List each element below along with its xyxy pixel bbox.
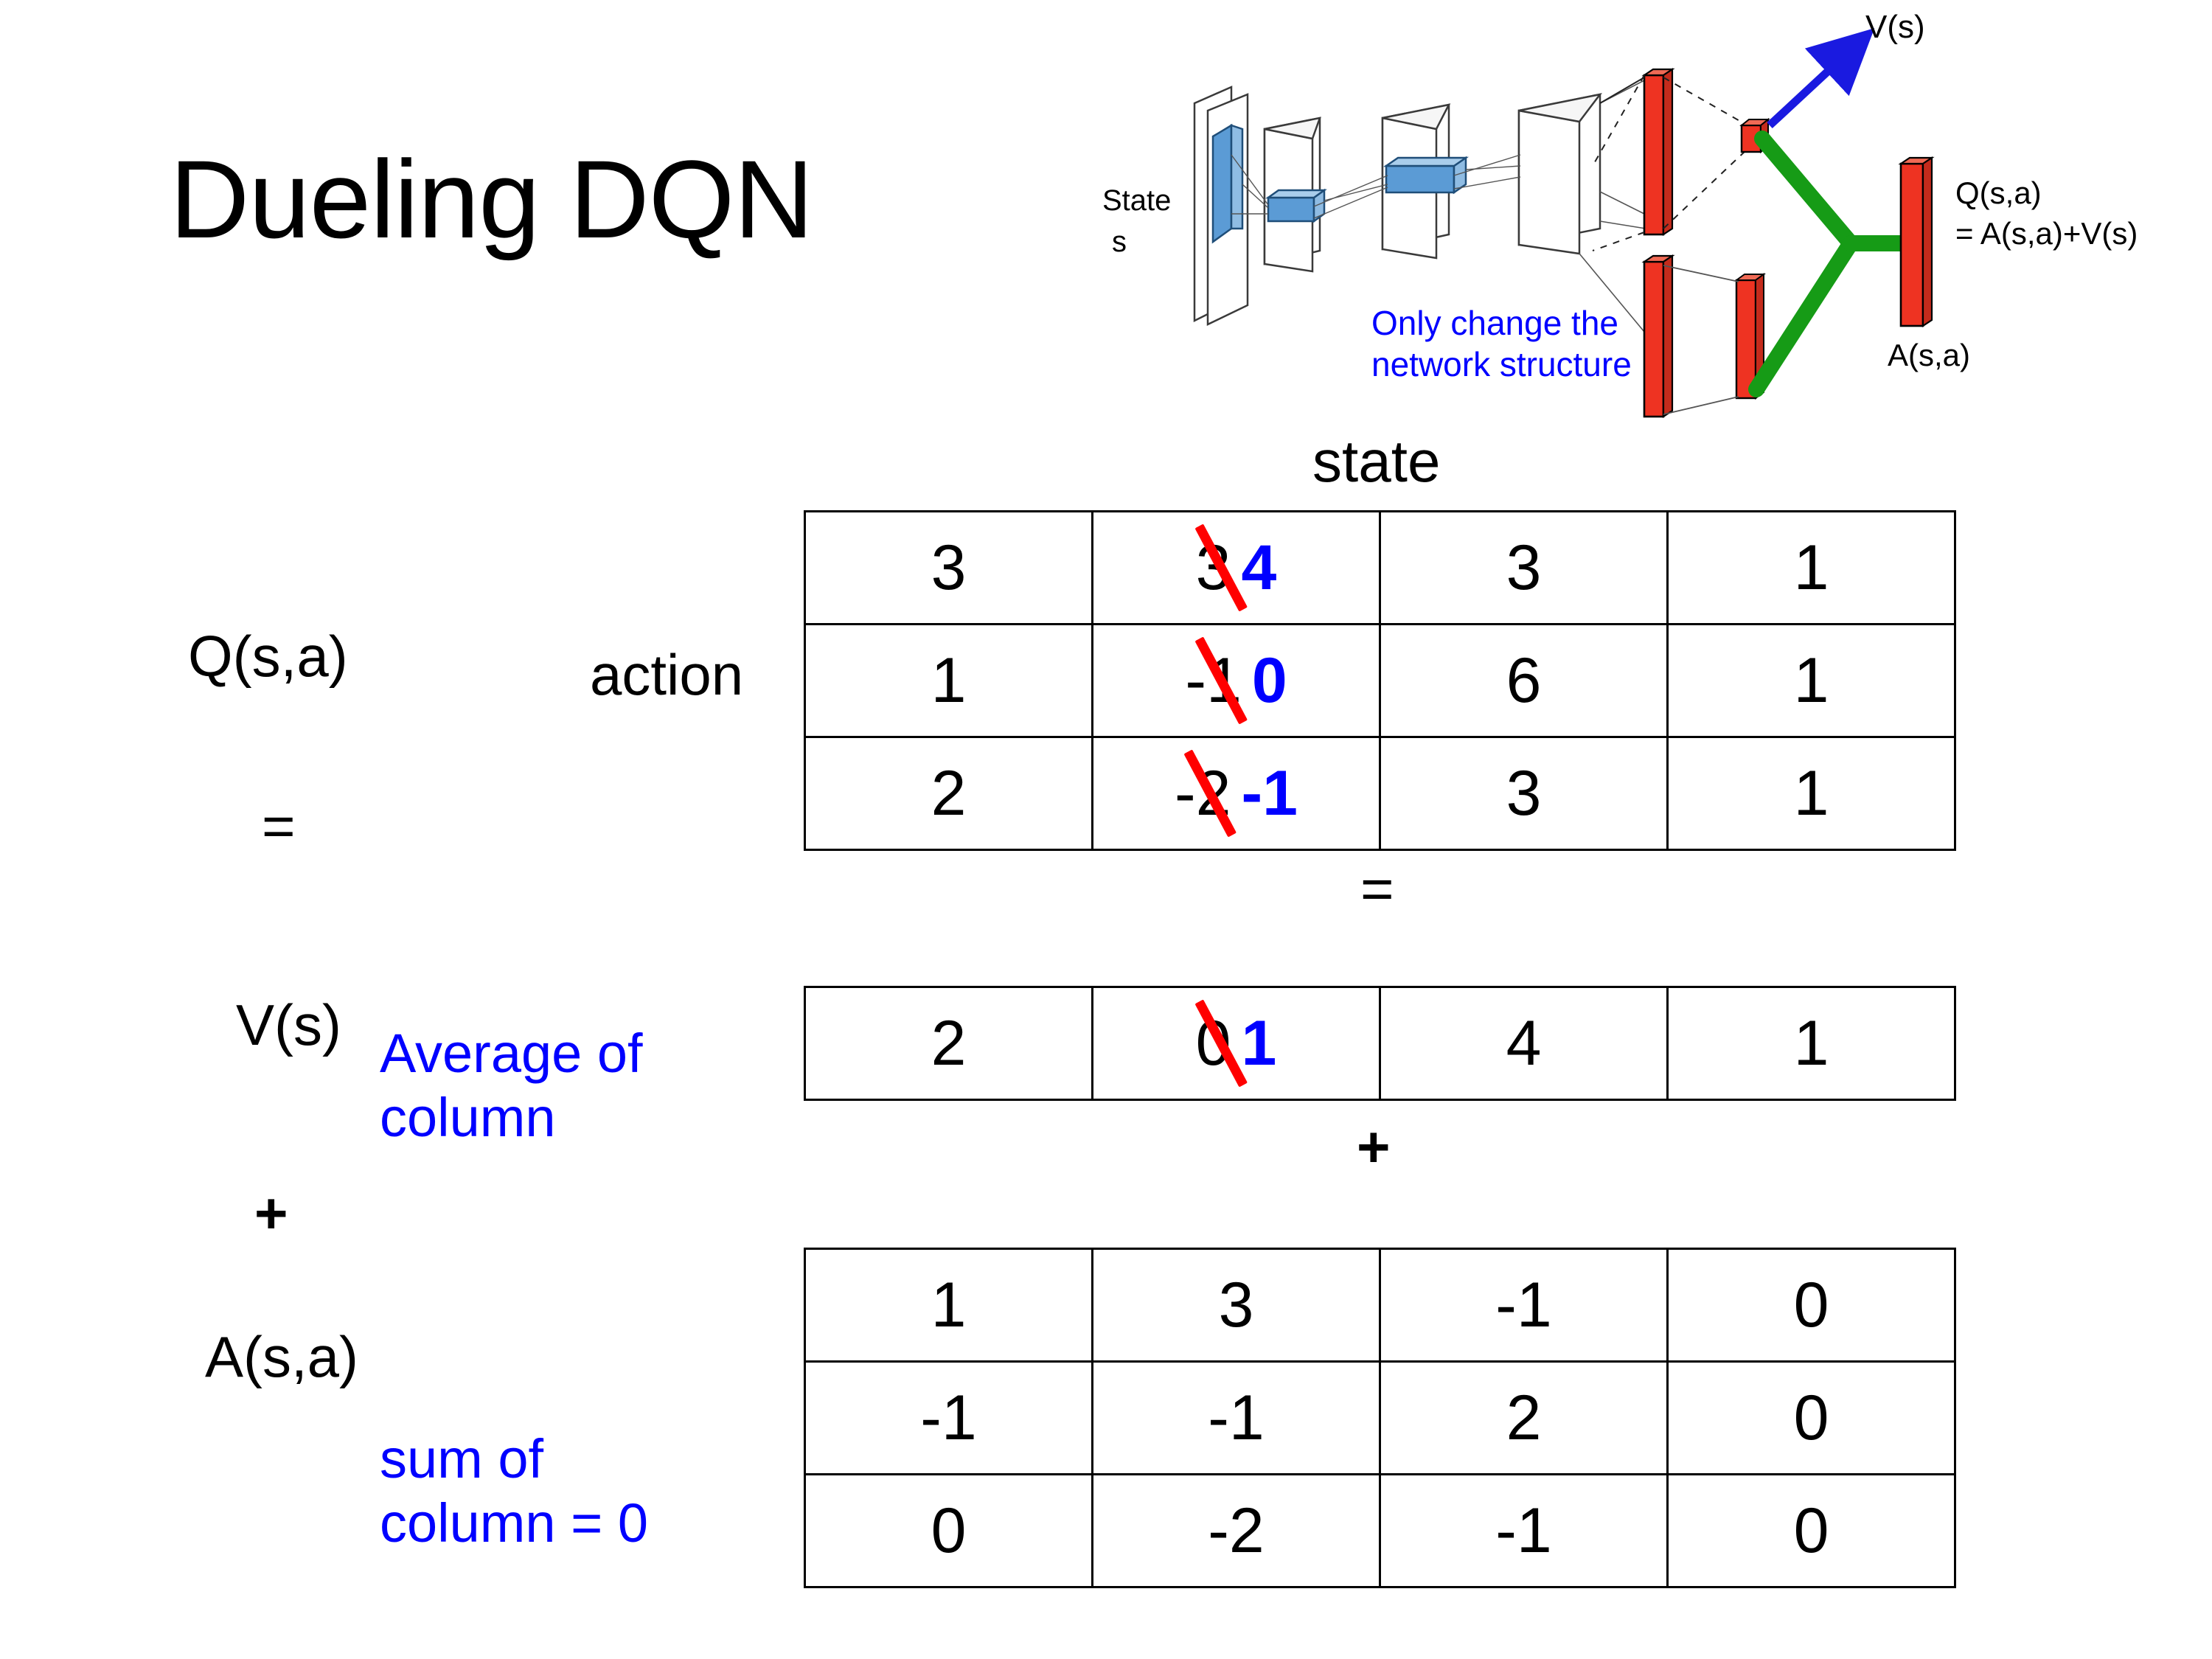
q-cell-r0c2[interactable]: 3 bbox=[1379, 510, 1669, 625]
sum-note-line1: sum of bbox=[380, 1428, 544, 1489]
action-axis-label: action bbox=[590, 642, 744, 707]
dueling-network-diagram: State s V(s) Q(s,a) = A(s,a)+V(s) A(s,a)… bbox=[1084, 7, 2205, 420]
sum-of-column-note: sum of column = 0 bbox=[380, 1427, 648, 1556]
page-title: Dueling DQN bbox=[170, 137, 814, 261]
q-cell-r1c2[interactable]: 6 bbox=[1379, 623, 1669, 738]
a-cell-r2c1[interactable]: -2 bbox=[1091, 1473, 1381, 1588]
q-cell-r2c2[interactable]: 3 bbox=[1379, 736, 1669, 851]
q-cell-r1c1[interactable]: -1 0 bbox=[1091, 623, 1381, 738]
a-cell-r2c2[interactable]: -1 bbox=[1379, 1473, 1669, 1588]
a-cell-r1c3[interactable]: 0 bbox=[1666, 1360, 1956, 1475]
table-row: 2 0 1 4 1 bbox=[804, 986, 1956, 1101]
old-value-struck: 3 bbox=[1194, 524, 1248, 612]
edited-cell: -1 0 bbox=[1093, 625, 1379, 736]
a-cell-r2c0[interactable]: 0 bbox=[804, 1473, 1093, 1588]
v-cell-c1[interactable]: 0 1 bbox=[1091, 986, 1381, 1101]
old-value-struck: 0 bbox=[1194, 999, 1248, 1088]
diagram-q-output-label: Q(s,a) bbox=[1955, 175, 2042, 210]
diagram-q-decomposition-label: = A(s,a)+V(s) bbox=[1955, 216, 2138, 251]
plus-sign-between-tables: + bbox=[1357, 1114, 1391, 1179]
q-cell-r2c1[interactable]: -2 -1 bbox=[1091, 736, 1381, 851]
a-cell-r2c3[interactable]: 0 bbox=[1666, 1473, 1956, 1588]
new-value-text: 1 bbox=[1241, 1007, 1277, 1079]
table-row: 0 -2 -1 0 bbox=[804, 1473, 1956, 1588]
old-value-text: -2 bbox=[1175, 757, 1231, 829]
sum-note-line2: column = 0 bbox=[380, 1492, 649, 1554]
v-cell-c3[interactable]: 1 bbox=[1666, 986, 1956, 1101]
average-note-line2: column bbox=[380, 1087, 556, 1149]
network-architecture-svg bbox=[1193, 28, 1935, 419]
average-of-column-note: Average of column bbox=[380, 1021, 643, 1150]
diagram-note: Only change the network structure bbox=[1371, 302, 1632, 385]
q-cell-r0c1[interactable]: 3 4 bbox=[1091, 510, 1381, 625]
diagram-state-label: State bbox=[1102, 184, 1172, 217]
old-value-text: -1 bbox=[1185, 644, 1242, 716]
diagram-v-output-label: V(s) bbox=[1865, 9, 1925, 45]
a-cell-r1c1[interactable]: -1 bbox=[1091, 1360, 1381, 1475]
edited-cell: -2 -1 bbox=[1093, 738, 1379, 849]
v-value-table: 2 0 1 4 1 bbox=[804, 986, 1956, 1101]
q-value-table: 3 3 4 3 1 1 bbox=[804, 510, 1956, 851]
table-row: -1 -1 2 0 bbox=[804, 1360, 1956, 1475]
old-value-struck: -1 bbox=[1185, 636, 1248, 725]
equals-sign-left: = bbox=[262, 793, 296, 858]
a-cell-r0c1[interactable]: 3 bbox=[1091, 1248, 1381, 1363]
a-function-label: A(s,a) bbox=[205, 1324, 359, 1389]
new-value-text: -1 bbox=[1241, 757, 1298, 829]
old-value-text: 3 bbox=[1195, 532, 1231, 603]
equals-sign-between-tables: = bbox=[1360, 856, 1394, 921]
a-cell-r1c2[interactable]: 2 bbox=[1379, 1360, 1669, 1475]
plus-sign-left: + bbox=[254, 1180, 288, 1245]
diagram-state-sub-label: s bbox=[1112, 226, 1127, 258]
q-function-label: Q(s,a) bbox=[188, 624, 348, 689]
state-axis-label: state bbox=[1312, 428, 1441, 494]
table-row: 1 -1 0 6 1 bbox=[804, 623, 1956, 738]
average-note-line1: Average of bbox=[380, 1023, 643, 1084]
a-cell-r0c2[interactable]: -1 bbox=[1379, 1248, 1669, 1363]
edited-cell: 0 1 bbox=[1093, 988, 1379, 1099]
table-row: 2 -2 -1 3 1 bbox=[804, 736, 1956, 851]
diagram-note-line2: network structure bbox=[1371, 345, 1632, 384]
v-function-label: V(s) bbox=[236, 992, 341, 1057]
v-cell-c2[interactable]: 4 bbox=[1379, 986, 1669, 1101]
old-value-struck: -2 bbox=[1175, 749, 1237, 838]
old-value-text: 0 bbox=[1195, 1007, 1231, 1079]
edited-cell: 3 4 bbox=[1093, 512, 1379, 623]
q-cell-r0c3[interactable]: 1 bbox=[1666, 510, 1956, 625]
diagram-a-output-label: A(s,a) bbox=[1888, 338, 1971, 372]
table-row: 1 3 -1 0 bbox=[804, 1248, 1956, 1363]
table-row: 3 3 4 3 1 bbox=[804, 510, 1956, 625]
new-value-text: 0 bbox=[1251, 644, 1287, 716]
q-cell-r2c3[interactable]: 1 bbox=[1666, 736, 1956, 851]
q-cell-r1c0[interactable]: 1 bbox=[804, 623, 1093, 738]
a-cell-r1c0[interactable]: -1 bbox=[804, 1360, 1093, 1475]
q-cell-r0c0[interactable]: 3 bbox=[804, 510, 1093, 625]
a-cell-r0c0[interactable]: 1 bbox=[804, 1248, 1093, 1363]
q-cell-r2c0[interactable]: 2 bbox=[804, 736, 1093, 851]
v-cell-c0[interactable]: 2 bbox=[804, 986, 1093, 1101]
diagram-note-line1: Only change the bbox=[1371, 304, 1619, 342]
q-cell-r1c3[interactable]: 1 bbox=[1666, 623, 1956, 738]
new-value-text: 4 bbox=[1241, 532, 1277, 603]
a-value-table: 1 3 -1 0 -1 -1 2 0 0 -2 -1 0 bbox=[804, 1248, 1956, 1588]
a-cell-r0c3[interactable]: 0 bbox=[1666, 1248, 1956, 1363]
